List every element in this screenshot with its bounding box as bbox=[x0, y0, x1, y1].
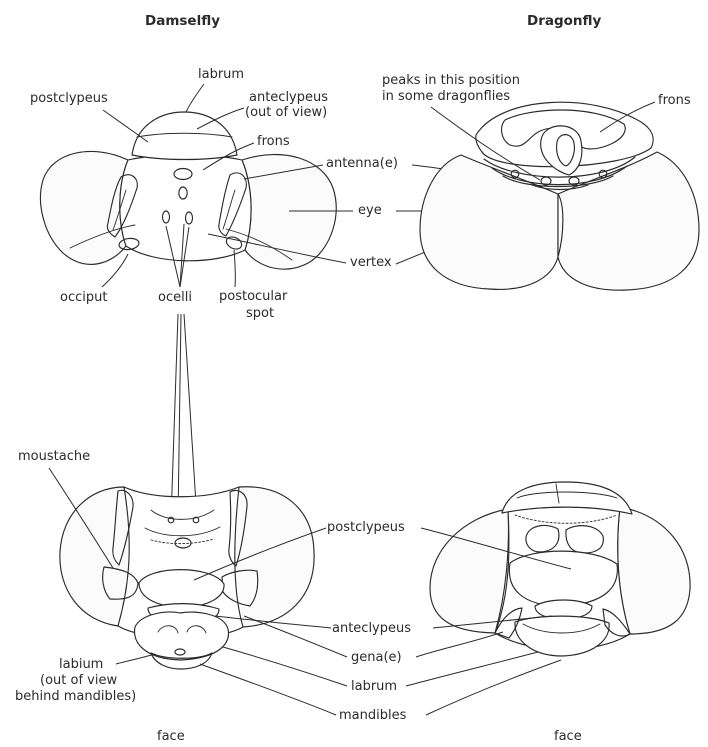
label-postclypeus-bottom: postclypeus bbox=[327, 520, 405, 535]
label-face-left: face bbox=[157, 729, 185, 743]
damselfly-right-eye bbox=[242, 155, 336, 270]
label-peaks-line-1: peaks in this position bbox=[382, 73, 520, 88]
label-labium-line-2: (out of view bbox=[40, 673, 117, 688]
label-vertex: vertex bbox=[350, 255, 392, 270]
dragonfly-heading: Dragonfly bbox=[527, 13, 602, 29]
label-anteclypeus-top-line-1: anteclypeus bbox=[249, 90, 328, 105]
label-occiput: occiput bbox=[60, 290, 107, 305]
label-face-right: face bbox=[554, 729, 582, 743]
connector-ocellus-mid bbox=[178, 314, 181, 520]
damselfly-left-eye bbox=[40, 151, 128, 264]
label-antennae: antenna(e) bbox=[326, 156, 398, 171]
leader-postclypeus-top bbox=[103, 110, 148, 142]
label-frons-left: frons bbox=[257, 134, 290, 149]
label-eye: eye bbox=[358, 203, 382, 218]
label-labium-line-1: labium bbox=[59, 657, 103, 672]
damselfly-heading: Damselfly bbox=[145, 13, 220, 29]
label-peaks-line-2: in some dragonflies bbox=[382, 89, 510, 104]
dragonfly-right-eye bbox=[558, 152, 699, 290]
label-postclypeus-top: postclypeus bbox=[30, 91, 108, 106]
label-labium-line-3: behind mandibles) bbox=[15, 689, 136, 704]
label-labrum-bottom: labrum bbox=[351, 679, 397, 694]
leader-mandibles-right bbox=[426, 660, 561, 715]
dragonfly-head-dorsal-view bbox=[420, 102, 699, 290]
dragonfly-left-eye bbox=[420, 155, 558, 289]
connector-ocellus-left bbox=[171, 314, 178, 520]
damselfly-face-view bbox=[60, 487, 314, 669]
label-postocular-line-1: postocular bbox=[219, 289, 288, 304]
damselfly-head-capsule bbox=[120, 155, 251, 261]
damselfly-head-dorsal-view bbox=[40, 112, 336, 269]
label-anteclypeus-bottom: anteclypeus bbox=[332, 621, 411, 636]
dragonfly-face-frons-right-lobe bbox=[566, 526, 603, 553]
damselfly-face-postclypeus bbox=[139, 570, 224, 607]
leader-postocular bbox=[234, 250, 235, 287]
label-labrum-top: labrum bbox=[198, 67, 244, 82]
label-moustache: moustache bbox=[18, 449, 90, 464]
dragonfly-face-right-eye bbox=[618, 507, 690, 634]
leader-labrum-top bbox=[186, 84, 204, 112]
damselfly-face-labrum bbox=[135, 612, 229, 660]
dragonfly-face-view bbox=[430, 482, 690, 656]
dragonfly-face-labrum bbox=[515, 616, 609, 656]
label-anteclypeus-top-line-2: (out of view) bbox=[245, 105, 327, 120]
leader-labrum-bottom-left bbox=[223, 647, 347, 686]
leader-genae-right bbox=[416, 632, 503, 657]
label-postocular-line-2: spot bbox=[246, 306, 274, 321]
label-mandibles: mandibles bbox=[339, 708, 407, 723]
label-genae: gena(e) bbox=[351, 650, 402, 665]
leader-mandibles-left bbox=[200, 664, 336, 715]
label-frons-right: frons bbox=[658, 93, 691, 108]
label-ocelli: ocelli bbox=[158, 290, 192, 305]
leader-labrum-bottom-right bbox=[406, 652, 538, 686]
damselfly-face-right-eye bbox=[228, 487, 314, 627]
dragonfly-face-left-eye bbox=[430, 509, 508, 633]
connector-ocellus-right bbox=[184, 314, 197, 520]
leader-labium bbox=[116, 654, 155, 664]
